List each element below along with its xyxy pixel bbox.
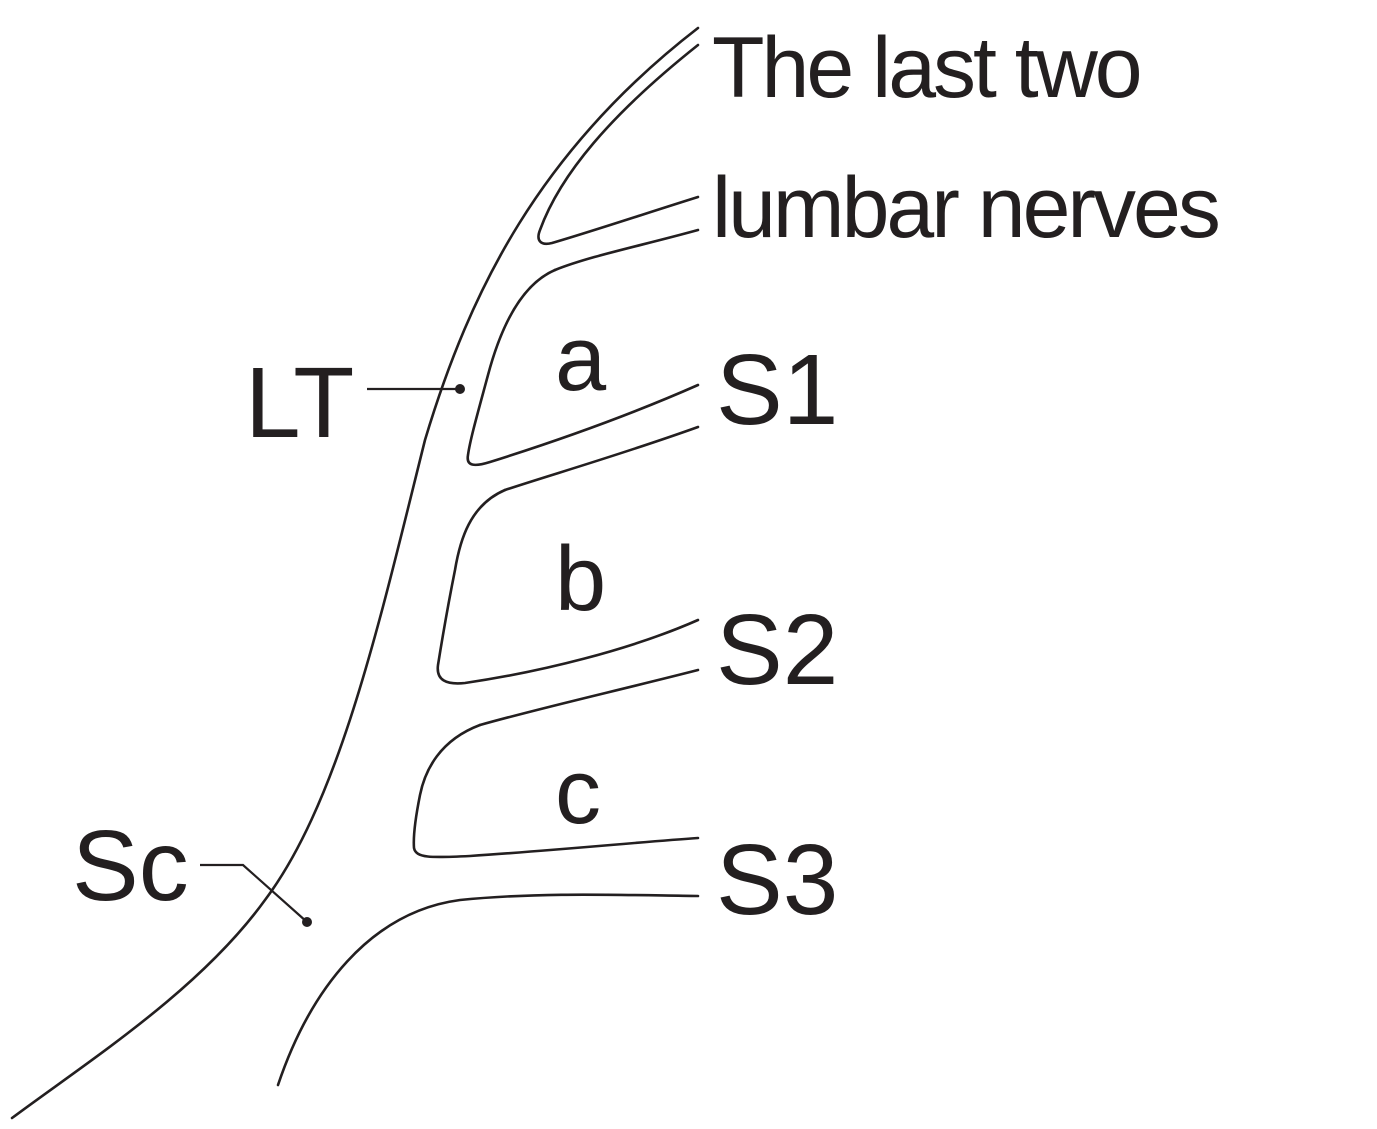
s2-lower-line [480, 670, 698, 725]
region-b-label: b [555, 528, 606, 630]
lt-pointer-dot [455, 384, 465, 394]
s3-label: S3 [716, 824, 838, 936]
region-a-label: a [555, 308, 607, 410]
s2-label: S2 [716, 594, 838, 706]
title-line-1: The last two [712, 20, 1140, 116]
region-c-label: c [555, 741, 601, 843]
lower-nerve-line [278, 895, 698, 1085]
title-line-2: lumbar nerves [712, 160, 1218, 256]
sc-label: Sc [72, 810, 189, 922]
s1-label: S1 [716, 334, 838, 446]
lt-label: LT [245, 347, 354, 459]
s1-lower-line [505, 427, 698, 490]
sc-pointer-dot [302, 917, 312, 927]
lumbar-nerve-loop [539, 45, 699, 244]
